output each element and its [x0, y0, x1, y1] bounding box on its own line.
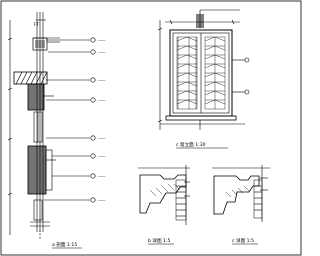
callout-label: ----- [98, 38, 106, 43]
detail-c-view [212, 165, 270, 222]
right-leaf-grid [204, 36, 226, 110]
left-leaf-grid [176, 36, 198, 110]
section-notes: ----- ----- ----- ----- ----- ----- ----… [98, 38, 106, 203]
callout-circle [90, 153, 96, 159]
caption-detail-b: b 详图 1:5 [148, 237, 170, 244]
callout-label: ----- [98, 98, 106, 103]
callout-circle [90, 77, 96, 83]
callout-label: ----- [98, 198, 106, 203]
section-top-label: FT [34, 22, 39, 27]
sheet-border [0, 0, 302, 256]
callout-circle [90, 173, 96, 179]
callout-circle [244, 89, 250, 95]
callout-label: ----- [98, 136, 106, 141]
callout-circle [90, 49, 96, 55]
cad-drawing-sheet: FT [0, 0, 302, 256]
callout-label: ----- [98, 174, 106, 179]
callout-label: ----- [98, 154, 106, 159]
detail-b-view [138, 165, 190, 225]
callout-circle [90, 97, 96, 103]
callout-label: ----- [98, 50, 106, 55]
caption-section: a 剖面 1:15 [52, 241, 77, 248]
callout-label: ----- [98, 78, 106, 83]
wall-section-view: FT [7, 12, 106, 240]
caption-elevation: c 窗立面 1:30 [176, 141, 206, 148]
caption-detail-c: c 详图 1:5 [232, 237, 254, 244]
callout-circle [90, 37, 96, 43]
callout-circle [90, 135, 96, 141]
section-callouts [44, 37, 96, 203]
callout-circle [90, 197, 96, 203]
callout-circle [244, 57, 250, 63]
window-elevation-view [157, 9, 250, 130]
